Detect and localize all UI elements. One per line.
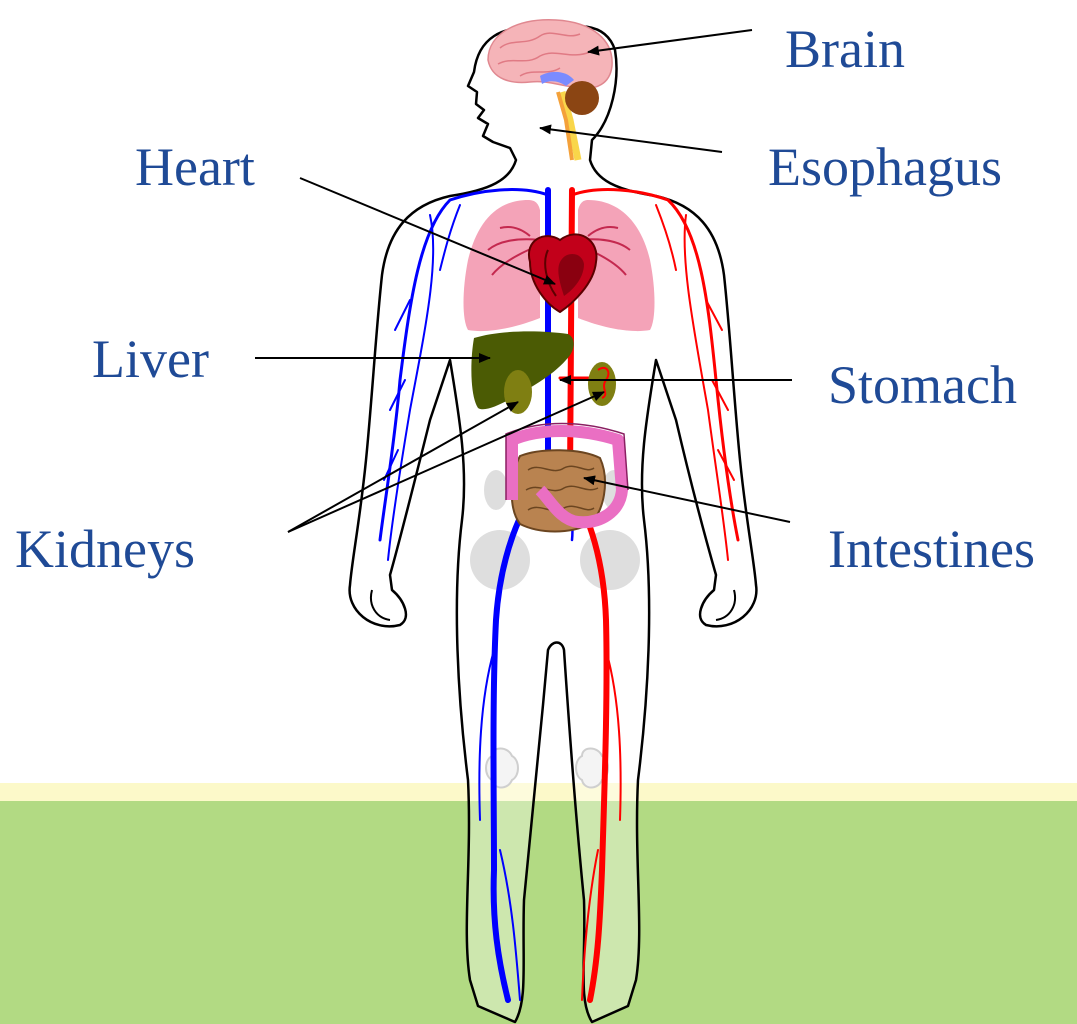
esophagus-label: Esophagus <box>768 140 1002 194</box>
brain-label: Brain <box>785 22 905 76</box>
intestines-label: Intestines <box>828 522 1035 576</box>
liver-label: Liver <box>92 332 209 386</box>
brain-pointer <box>588 30 752 52</box>
knee-bones <box>486 749 608 788</box>
cerebellum <box>565 81 599 115</box>
heart-label: Heart <box>135 140 255 194</box>
stomach-label: Stomach <box>828 358 1017 412</box>
kidneys-label: Kidneys <box>15 522 195 576</box>
